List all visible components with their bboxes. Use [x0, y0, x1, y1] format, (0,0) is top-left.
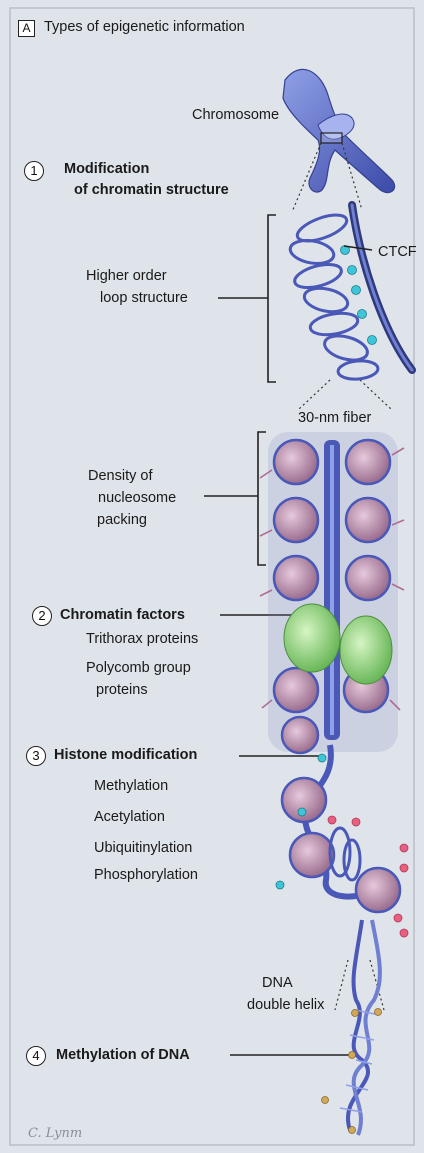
- section-3-item: Phosphorylation: [94, 867, 198, 884]
- section-3-item: Acetylation: [94, 809, 165, 826]
- section-1-title-line2: of chromatin structure: [74, 182, 229, 199]
- chromatin-loops: [288, 205, 412, 381]
- dna-helix: [322, 920, 382, 1135]
- section-4-title: Methylation of DNA: [56, 1047, 190, 1064]
- section-2-item: Trithorax proteins: [86, 631, 198, 648]
- section-3-item: Ubiquitinylation: [94, 840, 192, 857]
- section-2-number: 2: [32, 606, 52, 626]
- section-3-title: Histone modification: [54, 747, 197, 764]
- section-3-item: Methylation: [94, 778, 168, 795]
- section-2-item: Polycomb group: [86, 660, 191, 677]
- chromosome-shape: [283, 69, 395, 192]
- panel-title: Types of epigenetic information: [44, 19, 245, 36]
- chromosome-label: Chromosome: [192, 107, 279, 124]
- density-label-line3: packing: [97, 512, 147, 529]
- dna-label-line2: double helix: [247, 997, 324, 1014]
- fiber-label: 30-nm fiber: [298, 410, 371, 427]
- section-1-number: 1: [24, 161, 44, 181]
- higher-order-label-line2: loop structure: [100, 290, 188, 307]
- panel-letter: A: [18, 20, 35, 37]
- nucleosome-fiber: [260, 432, 404, 753]
- section-2-title: Chromatin factors: [60, 607, 185, 624]
- section-3-number: 3: [26, 746, 46, 766]
- section-2-item: proteins: [96, 682, 148, 699]
- ctcf-label: CTCF: [378, 244, 417, 261]
- dna-label-line1: DNA: [262, 975, 293, 992]
- section-1-title-line1: Modification: [64, 161, 149, 178]
- density-label-line1: Density of: [88, 468, 152, 485]
- higher-order-label-line1: Higher order: [86, 268, 167, 285]
- artist-signature: C. Lynm: [28, 1126, 82, 1141]
- unwound-nucleosomes: [276, 745, 408, 937]
- section-4-number: 4: [26, 1046, 46, 1066]
- chromosome-zoom-box: [321, 133, 342, 143]
- density-label-line2: nucleosome: [98, 490, 176, 507]
